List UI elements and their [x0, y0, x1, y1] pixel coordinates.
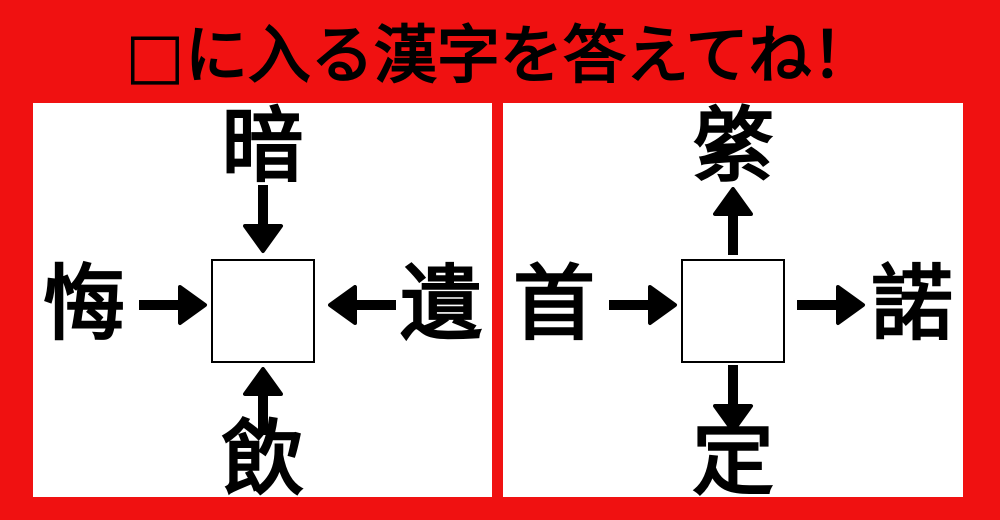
right-puzzle-answer-box	[681, 259, 785, 363]
left-puzzle-panel: 暗 悔 遺 飲	[33, 99, 492, 501]
left-puzzle-answer-box	[210, 259, 315, 363]
left-puzzle-top-arrow-icon	[241, 185, 285, 255]
right-puzzle-bottom-kanji: 定	[691, 412, 774, 507]
right-puzzle-panel: 綮 首 諾 定	[503, 99, 963, 501]
left-puzzle-left-arrow-icon	[139, 283, 209, 327]
right-puzzle-left-kanji: 首	[513, 257, 596, 352]
page-title: □に入る漢字を答えてね！	[125, 19, 875, 92]
right-puzzle-top-kanji: 綮	[691, 99, 774, 194]
right-puzzle-right-arrow-icon	[797, 283, 867, 327]
right-puzzle-bottom-arrow-icon	[711, 365, 755, 435]
left-puzzle-top-kanji: 暗	[221, 99, 304, 194]
left-puzzle-left-kanji: 悔	[43, 257, 126, 352]
left-puzzle-bottom-arrow-icon	[241, 365, 285, 435]
right-puzzle-top-arrow-icon	[711, 185, 755, 255]
left-puzzle-right-kanji: 遺	[399, 257, 482, 352]
left-puzzle-right-arrow-icon	[326, 283, 396, 327]
right-puzzle-right-kanji: 諾	[870, 257, 953, 352]
left-puzzle-bottom-kanji: 飲	[221, 412, 304, 507]
right-puzzle-left-arrow-icon	[609, 283, 679, 327]
